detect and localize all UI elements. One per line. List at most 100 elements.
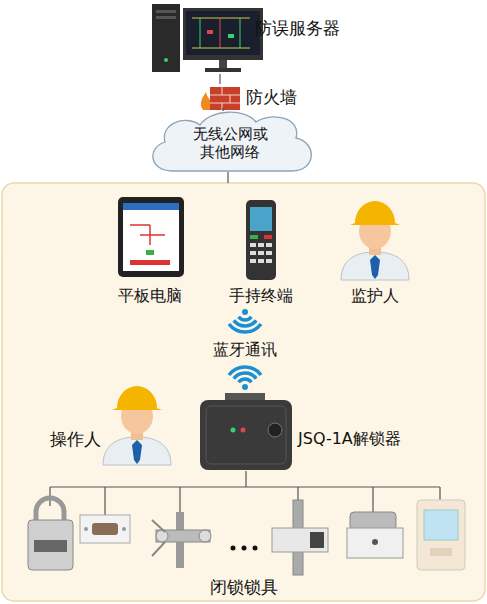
- server-icon-part: [183, 8, 263, 60]
- mechanical-lock-icon: [152, 512, 211, 568]
- bluetooth-waves-part: [239, 379, 252, 382]
- firewall-icon-part: [222, 87, 223, 95]
- server-icon-part: [192, 18, 250, 19]
- operator-person: [103, 386, 171, 465]
- meter-box-icon-part: [430, 548, 452, 556]
- tablet-icon-part: [130, 224, 150, 226]
- bluetooth-waves-part: [234, 373, 256, 379]
- tablet-icon-part: [140, 234, 165, 236]
- guardian-person-part: [350, 201, 400, 225]
- server-icon-part: [152, 4, 180, 72]
- unlocker-device-part: [200, 400, 292, 470]
- handheld-terminal-icon-part: [246, 200, 276, 280]
- guardian-node: 监护人: [330, 195, 420, 307]
- node-label: JSQ-1A解锁器: [298, 429, 401, 448]
- handheld-terminal-icon-part: [250, 243, 256, 247]
- padlock-icon: [28, 498, 73, 570]
- handheld-terminal-icon-part: [266, 259, 272, 263]
- lock-bus-wires-part: [297, 487, 298, 500]
- tablet-icon-part: [130, 260, 170, 265]
- firewall-icon: [201, 87, 240, 110]
- ellipsis-dots: [231, 546, 258, 551]
- lock-bus-wires-part: [50, 486, 440, 487]
- network-cloud-part: [153, 112, 311, 171]
- mechanical-lock-icon-part: [152, 542, 165, 556]
- unlocker-device-part: [231, 428, 236, 433]
- handheld-terminal-icon-part: [258, 251, 264, 255]
- node-label: 防火墙: [246, 87, 297, 107]
- node-label: 防误服务器: [255, 18, 340, 38]
- firewall-icon-part: [210, 95, 240, 96]
- handheld-terminal-icon-part: [258, 259, 264, 263]
- server-icon-part: [207, 30, 213, 34]
- unlocker-device-part: [206, 406, 286, 464]
- annotation-label: 蓝牙通讯: [195, 340, 295, 359]
- handheld-node: 手持终端: [216, 195, 306, 307]
- handheld-terminal-icon-part: [266, 251, 272, 255]
- operator-node: 操作人: [45, 383, 175, 468]
- firewall-icon-part: [222, 103, 223, 110]
- server-icon-part: [205, 68, 241, 72]
- connector-lock-icon-part: [84, 527, 88, 531]
- meter-box-icon-part: [417, 500, 465, 570]
- cloud-node: 无线公网或 其他网络: [148, 108, 313, 172]
- bluetooth-waves-part: [229, 367, 261, 375]
- firewall-icon-part: [210, 87, 240, 110]
- field-region-part: [2, 183, 485, 601]
- node-label: 平板电脑: [105, 286, 195, 305]
- handheld-terminal-icon-part: [250, 251, 256, 255]
- ellipsis-dots-part: [242, 546, 247, 551]
- connector-lock-icon-part: [92, 523, 118, 535]
- field-region: [2, 172, 485, 601]
- lock-bus-wires-part: [372, 487, 373, 512]
- bluetooth-waves-part: [242, 309, 248, 315]
- bluetooth-waves-part: [239, 317, 252, 320]
- lock-group-node: 闭锁锁具: [20, 487, 467, 600]
- node-label: 闭锁锁具: [20, 577, 467, 597]
- mechanical-lock-icon-part: [152, 520, 165, 532]
- node-label: 无线公网或 其他网络: [185, 125, 275, 161]
- lock-bus-wires: [50, 487, 440, 515]
- mechanical-lock-icon-part: [176, 542, 184, 568]
- handheld-terminal-icon-part: [258, 243, 264, 247]
- bolt-lock-icon: [272, 500, 328, 575]
- tablet-icon-part: [146, 250, 154, 255]
- node-label: 监护人: [330, 286, 420, 305]
- handheld-terminal-icon-part: [250, 235, 258, 239]
- bluetooth-waves-part: [229, 324, 261, 332]
- tablet-icon-part: [123, 203, 179, 210]
- padlock-icon-part: [34, 540, 67, 552]
- handheld-terminal-icon-part: [250, 259, 256, 263]
- server-icon-part: [240, 18, 241, 48]
- unlocker-node: JSQ-1A解锁器: [200, 393, 292, 471]
- server-icon-part: [164, 58, 168, 62]
- bluetooth-waves-part: [234, 320, 256, 326]
- padlock-icon-part: [28, 520, 73, 570]
- connector-lock-icon: [80, 515, 130, 543]
- server-icon: [152, 4, 263, 72]
- unlocker-device-part: [268, 423, 282, 437]
- server-icon-part: [219, 60, 227, 68]
- connector-line: [219, 74, 220, 84]
- handheld-terminal-icon-part: [266, 243, 272, 247]
- unlocker-device-part: [241, 428, 246, 433]
- tablet-icon-part: [118, 197, 184, 277]
- operator-person-part: [103, 437, 171, 465]
- lock-bus-wires-part: [179, 487, 180, 512]
- operator-person-part: [132, 440, 142, 464]
- field-region-part: [227, 172, 228, 183]
- tablet-icon-part: [123, 203, 179, 271]
- bolt-lock-icon-part: [310, 532, 324, 548]
- connector-lock-icon-part: [122, 527, 126, 531]
- server-icon-part: [220, 18, 221, 48]
- node-label: 手持终端: [216, 286, 306, 305]
- server-icon-part: [228, 34, 234, 38]
- meter-box-icon: [417, 500, 465, 570]
- ellipsis-dots-part: [253, 546, 258, 551]
- server-icon-part: [192, 48, 250, 49]
- box-lock-icon-part: [350, 512, 396, 530]
- tablet-icon: [118, 197, 184, 277]
- firewall-icon-part: [230, 95, 231, 103]
- network-cloud: [153, 112, 311, 171]
